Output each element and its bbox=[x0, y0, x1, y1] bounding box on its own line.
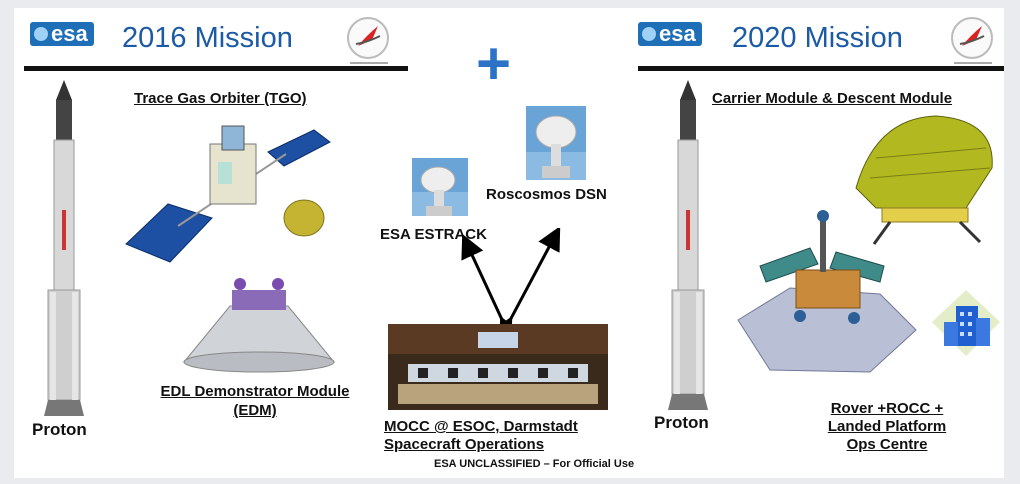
slide: esa 2016 Mission + esa 2020 Mission Prot… bbox=[14, 8, 1004, 478]
esa-logo-text: esa bbox=[659, 21, 696, 46]
ground-antenna-icon bbox=[526, 106, 586, 180]
proton-rocket-icon bbox=[668, 80, 708, 410]
edm-capsule-icon bbox=[182, 278, 336, 373]
ground-antenna-icon bbox=[412, 158, 468, 216]
mission-title-2016: 2016 Mission bbox=[122, 22, 293, 54]
mocc-label: MOCC @ ESOC, Darmstadt Spacecraft Operat… bbox=[384, 418, 578, 454]
rover-ops-label-line3: Ops Centre bbox=[846, 436, 928, 453]
esa-logo-left: esa bbox=[30, 22, 94, 46]
edm-label: EDL Demonstrator Module (EDM) bbox=[140, 382, 370, 420]
rover-ops-label-line1: Rover +ROCC + bbox=[830, 400, 944, 417]
header-rule-left bbox=[24, 66, 408, 71]
header-rule-right bbox=[638, 66, 1004, 71]
edm-label-line2: (EDM) bbox=[233, 402, 277, 419]
descent-module-icon bbox=[855, 115, 993, 245]
roscosmos-logo-icon bbox=[347, 17, 389, 64]
carrier-title: Carrier Module & Descent Module bbox=[712, 90, 953, 107]
dsn-label: Roscosmos DSN bbox=[486, 186, 607, 203]
tgo-spacecraft-icon bbox=[125, 125, 331, 263]
mocc-label-line2: Spacecraft Operations bbox=[384, 436, 545, 453]
esa-logo-dot-icon bbox=[642, 27, 656, 41]
esa-logo-text: esa bbox=[51, 21, 88, 46]
rover-ops-label-line2: Landed Platform bbox=[827, 418, 947, 435]
rover-platform-icon bbox=[737, 210, 917, 373]
mission-title-2020: 2020 Mission bbox=[732, 22, 903, 54]
esa-logo-right: esa bbox=[638, 22, 702, 46]
esa-logo-dot-icon bbox=[34, 27, 48, 41]
tgo-title: Trace Gas Orbiter (TGO) bbox=[134, 90, 307, 107]
plus-sign: + bbox=[476, 30, 512, 97]
ops-centre-building-icon bbox=[932, 290, 1000, 356]
mocc-control-room-icon bbox=[388, 324, 608, 410]
proton-label-left: Proton bbox=[32, 420, 87, 439]
edm-label-line1: EDL Demonstrator Module bbox=[160, 383, 350, 400]
proton-label-right: Proton bbox=[654, 413, 709, 432]
roscosmos-logo-icon bbox=[951, 17, 993, 64]
estrack-label: ESA ESTRACK bbox=[380, 226, 487, 243]
rover-ops-label: Rover +ROCC + Landed Platform Ops Centre bbox=[820, 400, 954, 454]
proton-rocket-icon bbox=[44, 80, 84, 416]
mocc-label-line1: MOCC @ ESOC, Darmstadt bbox=[384, 418, 578, 435]
classification-footer: ESA UNCLASSIFIED – For Official Use bbox=[434, 458, 635, 470]
communication-arrows bbox=[461, 228, 561, 338]
